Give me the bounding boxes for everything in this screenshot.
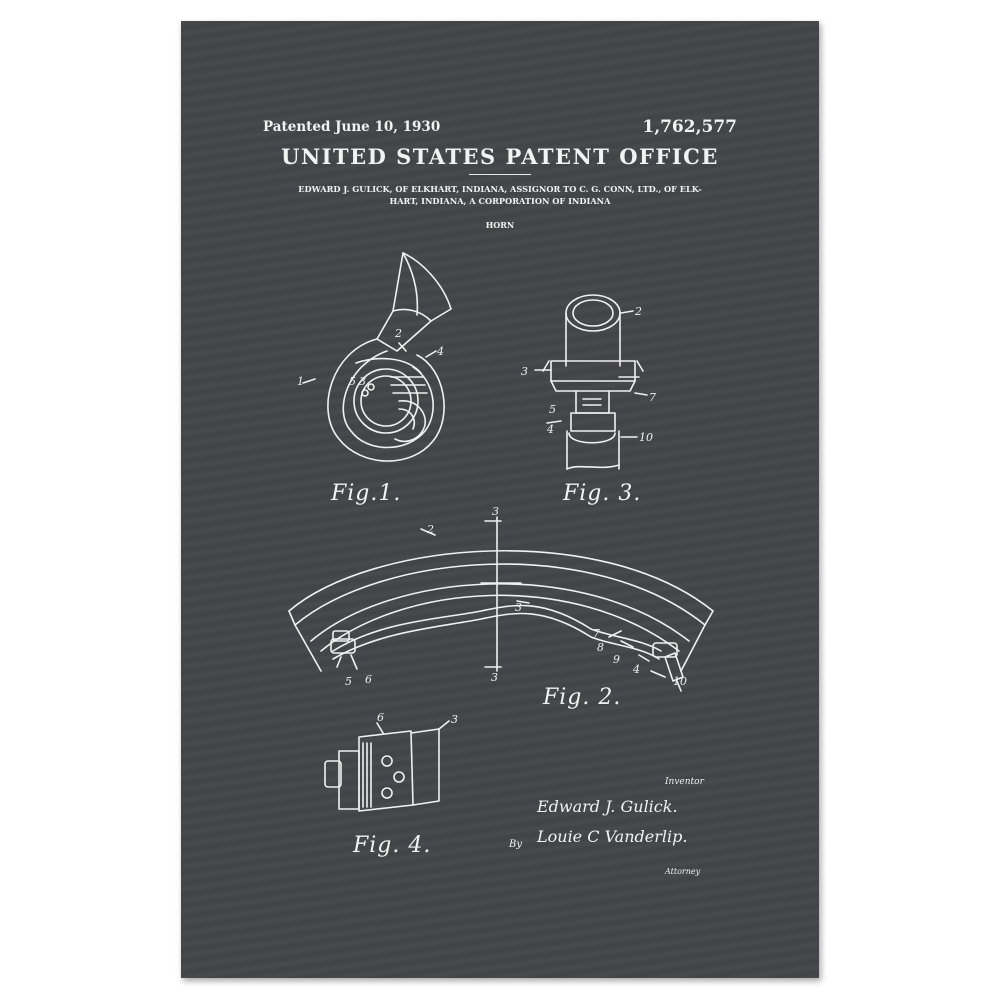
fig3-label-4: 4 <box>546 423 554 436</box>
fig3-caption: Fig. 3. <box>563 481 642 506</box>
assignee-text: EDWARD J. GULICK, OF ELKHART, INDIANA, A… <box>181 183 819 207</box>
patent-number: 1,762,577 <box>642 117 737 137</box>
fig2-label-10: 10 <box>673 675 687 688</box>
title-rule <box>469 174 531 175</box>
attorney-signature: Louie C Vanderlip. <box>537 827 688 846</box>
fig2-label-3-top: 3 <box>492 505 499 518</box>
inventor-signature: Edward J. Gulick. <box>537 797 678 816</box>
fig2-label-5: 5 <box>345 675 352 688</box>
fig2-label-9: 9 <box>613 653 620 666</box>
fig1-caption: Fig.1. <box>331 481 402 506</box>
fig1-label-1: 1 <box>297 375 304 388</box>
fig2-label-8: 8 <box>597 641 604 654</box>
assignee-line-2: HART, INDIANA, A CORPORATION OF INDIANA <box>389 196 611 206</box>
fig2-rim-drawing <box>288 516 714 692</box>
fig2-label-3-bottom: 3 <box>491 671 498 684</box>
fig2-label-7: 7 <box>593 627 600 640</box>
fig1-label-2: 2 <box>394 327 402 340</box>
fig2-label-6: 6 <box>365 673 372 686</box>
fig1-horn-drawing <box>302 252 452 462</box>
fig2-label-3: 3 <box>515 601 522 614</box>
patent-poster: Patented June 10, 1930 1,762,577 UNITED … <box>181 21 819 978</box>
fig1-label-5: 5 <box>349 375 356 388</box>
fig3-label-7: 7 <box>649 391 656 404</box>
fig3-label-10: 10 <box>639 431 653 444</box>
attorney-label: Attorney <box>665 867 701 876</box>
fig3-label-2: 2 <box>634 305 642 318</box>
patent-date: Patented June 10, 1930 <box>263 119 441 135</box>
fig3-label-5: 5 <box>549 403 556 416</box>
patent-drawings: 1 2 4 5 3 2 <box>288 252 714 812</box>
fig2-label-2: 2 <box>426 523 434 536</box>
fig4-label-3: 3 <box>451 713 458 726</box>
invention-title: HORN <box>485 220 515 230</box>
fig1-label-3: 3 <box>359 375 366 388</box>
patent-office-title: UNITED STATES PATENT OFFICE <box>281 144 719 169</box>
fig2-label-4: 4 <box>632 663 640 676</box>
fig4-clip-drawing <box>324 720 450 812</box>
inventor-label: Inventor <box>665 777 704 787</box>
by-label: By <box>509 839 522 850</box>
fig4-label-6: 6 <box>377 711 384 724</box>
fig2-caption: Fig. 2. <box>543 685 622 710</box>
fig1-label-4: 4 <box>436 345 444 358</box>
assignee-line-1: EDWARD J. GULICK, OF ELKHART, INDIANA, A… <box>298 184 702 194</box>
fig3-section-drawing <box>534 294 648 470</box>
fig3-label-3: 3 <box>521 365 528 378</box>
fig4-caption: Fig. 4. <box>353 833 432 858</box>
